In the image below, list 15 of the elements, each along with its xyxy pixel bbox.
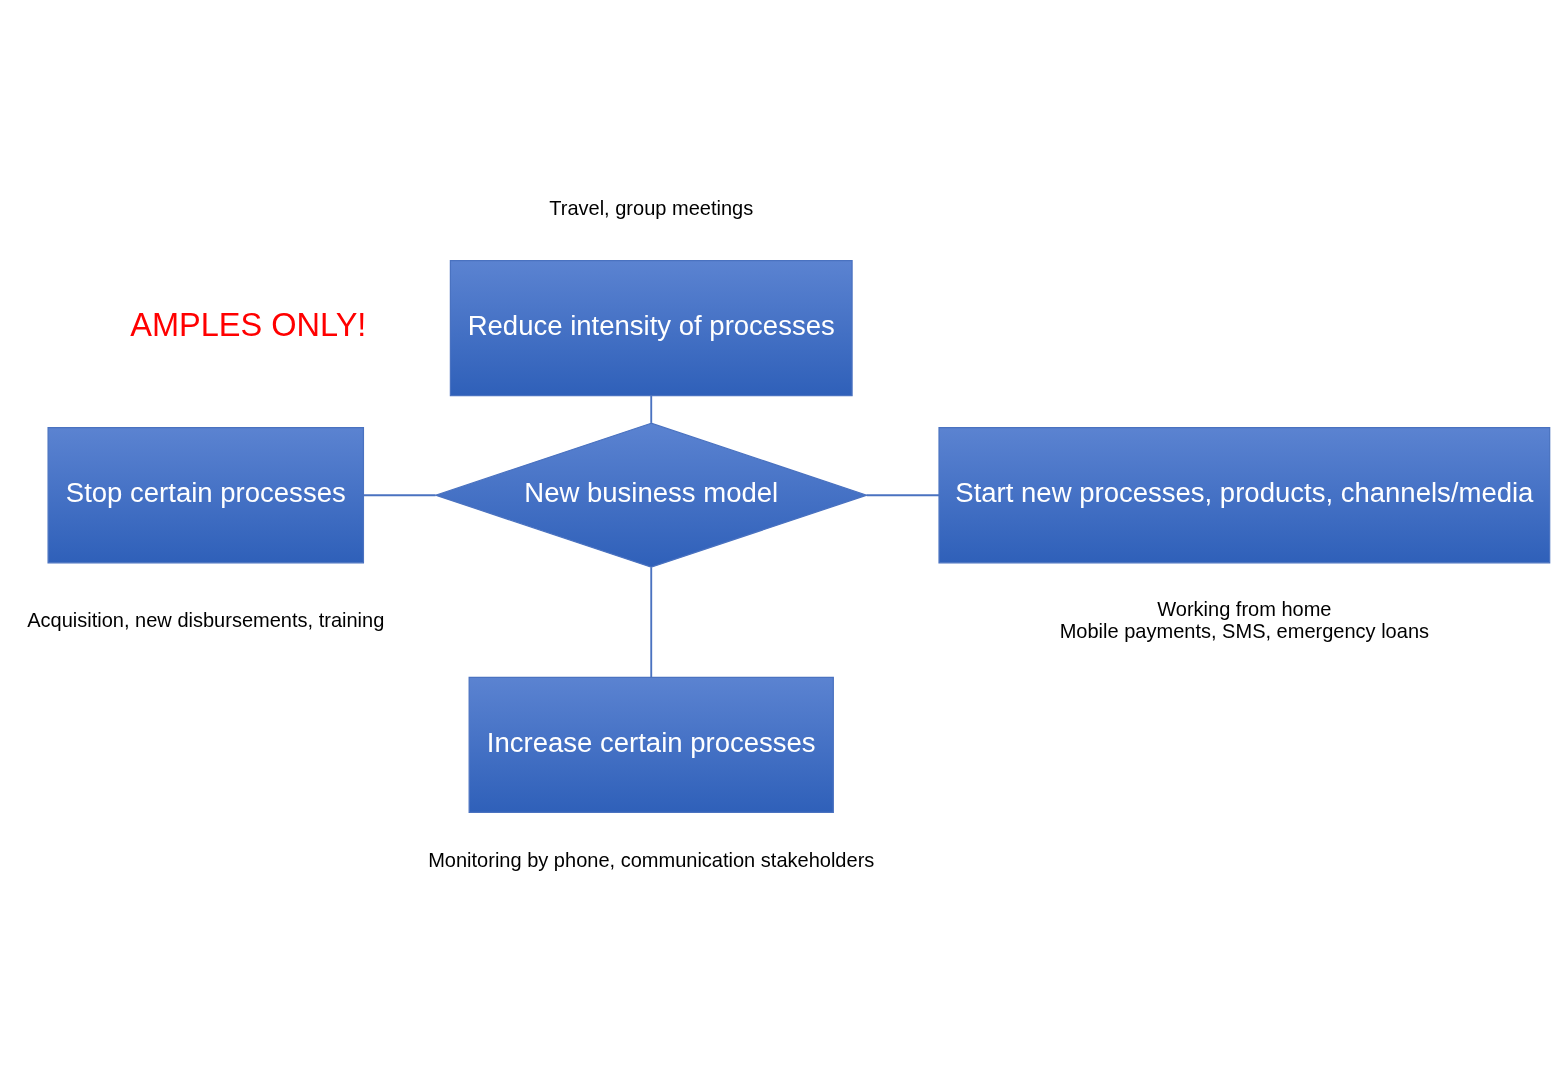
connector [865,493,940,496]
node-box: Stop certain processes [46,426,364,563]
node-label: Mobile payments, SMS, emergency loans [1059,619,1429,642]
node-label: Travel, group meetings [548,196,753,219]
node-box: Reduce intensity of processes [449,259,853,396]
node-box: Increase certain processes [468,676,834,813]
label: AMPLES ONLY! [129,306,366,343]
node-label: Monitoring by phone, communication stakeholders [427,848,874,871]
connector [649,565,652,678]
node-label: Acquisition, new disbursements, training [26,608,384,631]
node-label: Working from home [1156,597,1332,620]
connector [362,493,436,496]
node-diamond: New business model [433,422,869,568]
connector [649,394,652,424]
node-box: Start new processes, products, channels/media [937,426,1550,563]
